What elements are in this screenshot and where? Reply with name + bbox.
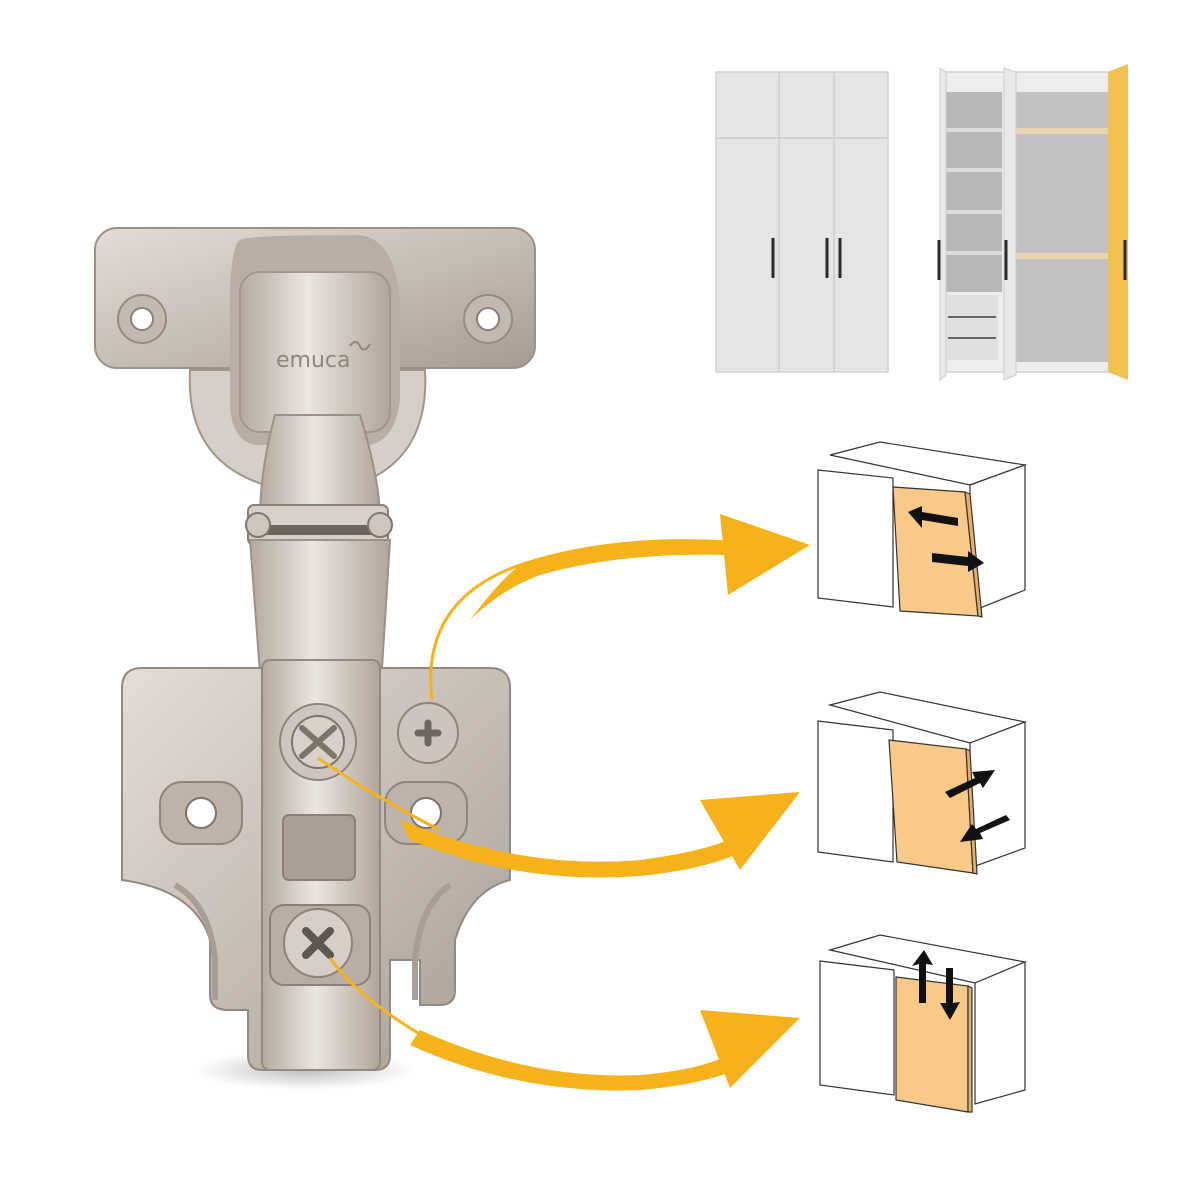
- arrow-depth-adjustment: [317, 756, 800, 878]
- adjustment-arrows: [317, 514, 810, 1091]
- screw-hole-left: [117, 294, 167, 344]
- arrow-right-icon: [932, 551, 984, 572]
- hinge-cup-plate: emuca: [94, 227, 536, 486]
- brand-logo: emuca: [276, 348, 351, 373]
- diagram-side-adjustment: [817, 441, 1028, 618]
- depth-adjustment-screw: [279, 703, 357, 781]
- arrow-side-adjustment: [429, 514, 810, 701]
- hinge: emuca: [94, 227, 536, 1090]
- mounting-hole-left: [159, 781, 243, 845]
- wardrobe-closed: [715, 71, 889, 373]
- screw-hole-right: [463, 294, 513, 344]
- arrow-head-icon: [700, 1010, 800, 1088]
- arrow-up-icon: [912, 950, 933, 1003]
- arrow-left-icon: [908, 506, 958, 528]
- arrow-head-icon: [720, 514, 810, 595]
- hinge-arm: [245, 414, 393, 701]
- arrow-head-icon: [700, 792, 800, 870]
- height-adjustment-screw: [269, 904, 371, 986]
- arrow-down-icon: [940, 968, 960, 1020]
- wardrobe-open: [937, 64, 1128, 382]
- arrow-out-icon: [945, 770, 995, 798]
- arrow-in-icon: [960, 815, 1010, 842]
- accent-door: [1108, 64, 1128, 380]
- side-adjustment-screw: [397, 702, 459, 764]
- brand-logo-icon: [349, 341, 371, 351]
- diagram-depth-adjustment: [817, 691, 1028, 875]
- arrow-height-adjustment: [328, 957, 800, 1091]
- diagram-height-adjustment: [819, 934, 1028, 1113]
